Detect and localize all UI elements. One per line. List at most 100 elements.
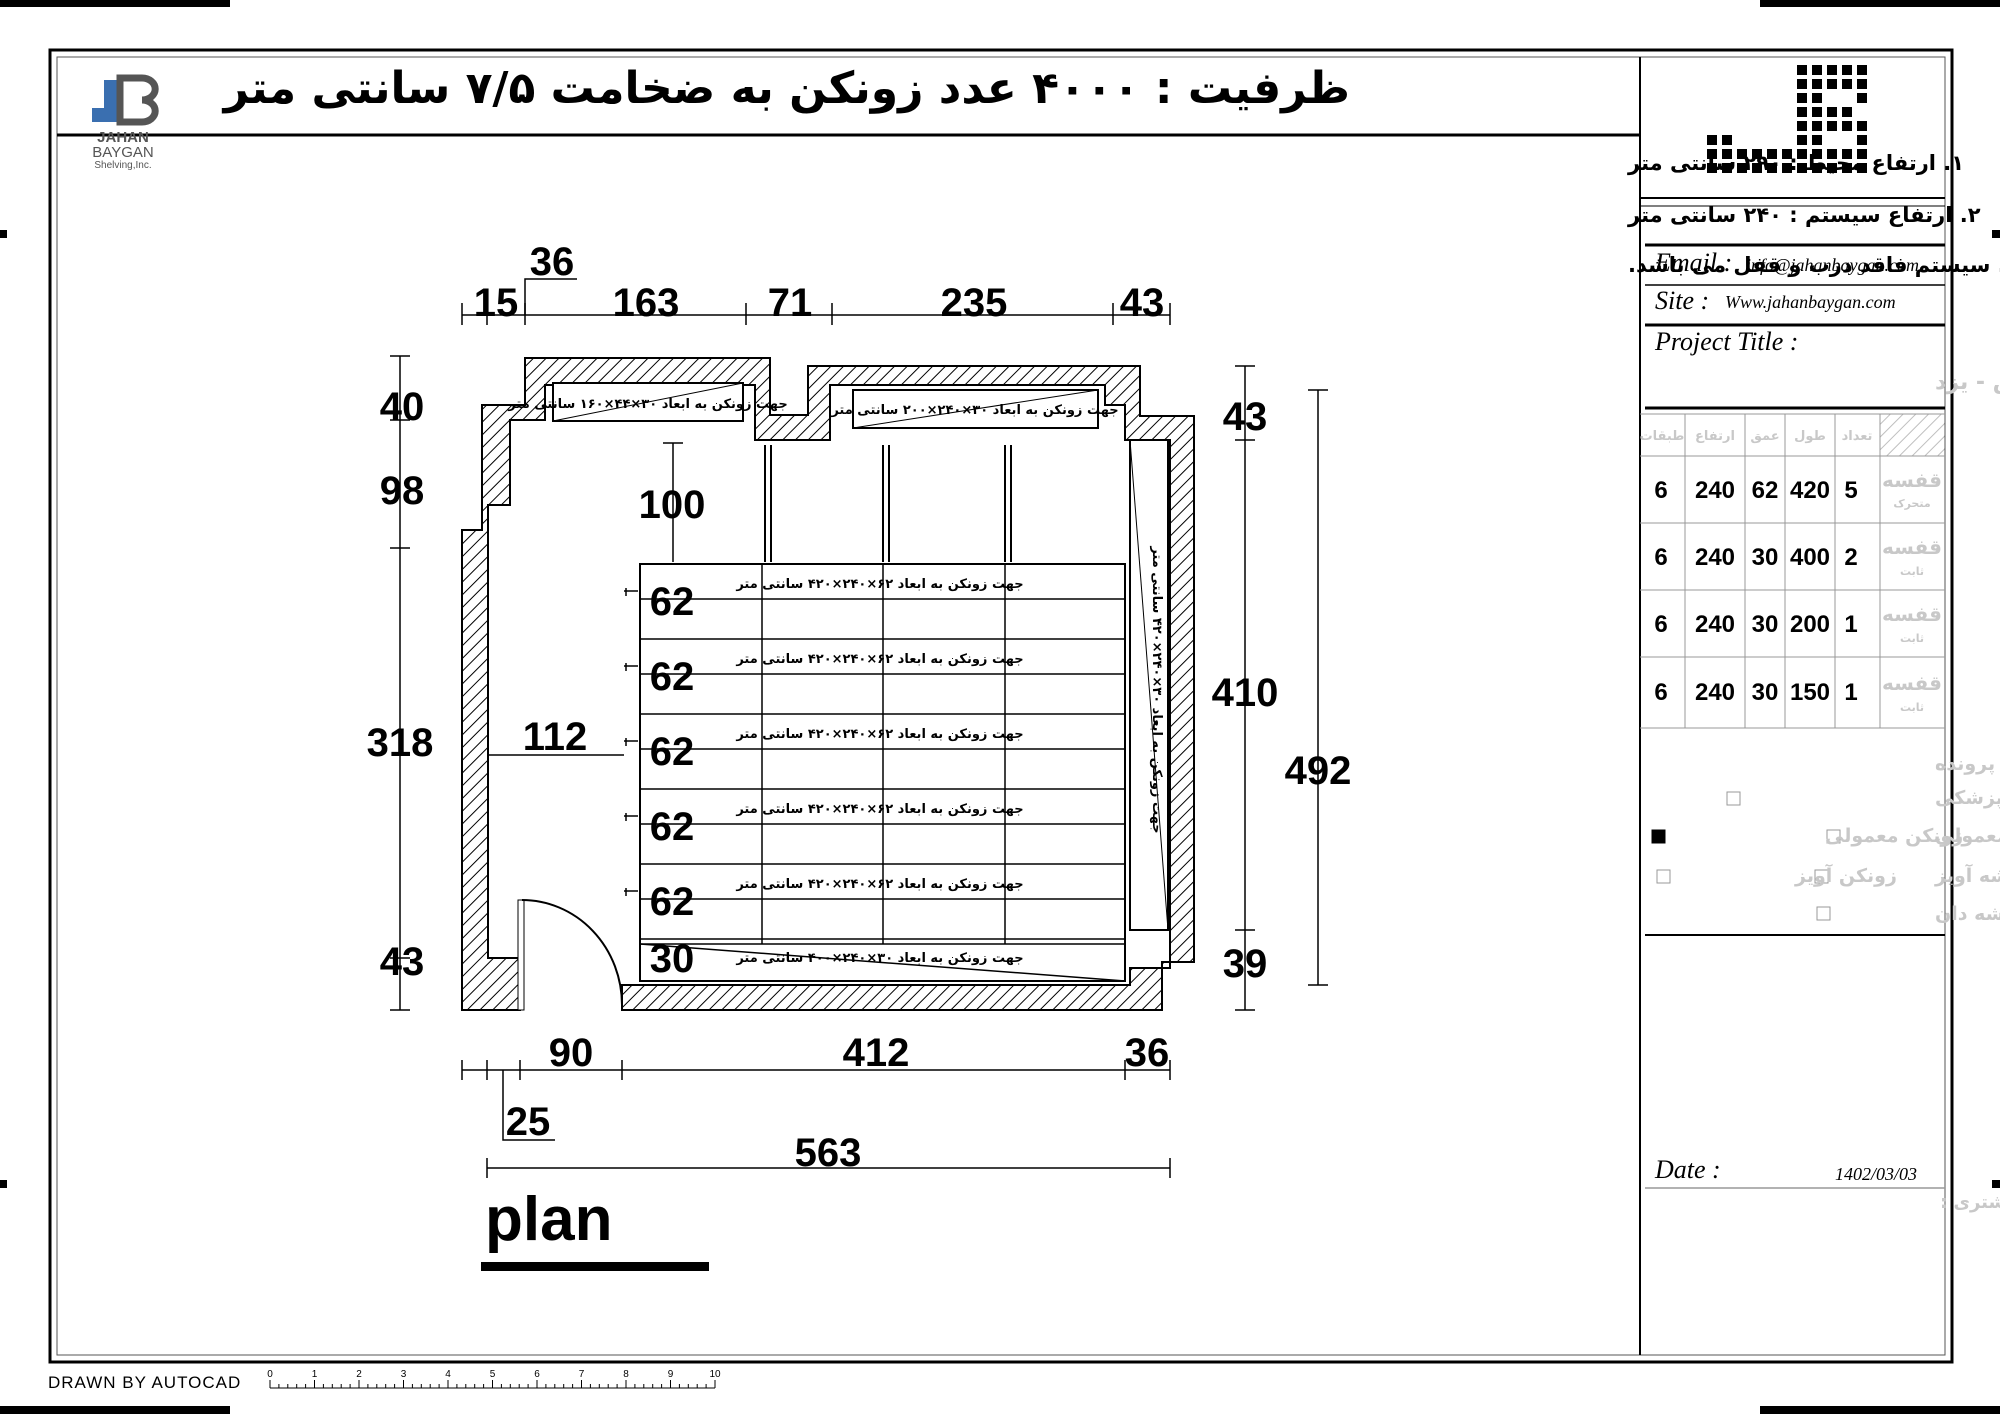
dim-right-492: 492 xyxy=(1285,749,1352,793)
label-top-left-shelf: جهت زونکن به ابعاد ۳۰×۴۴×۱۶۰ سانتی متر xyxy=(507,397,787,412)
file-type-hanging-folder: پوشه آویز xyxy=(1934,863,2000,887)
dimension-labels: 15 36 163 71 235 43 40 98 318 43 43 410 … xyxy=(367,240,1352,1175)
row-shelves: 6 xyxy=(1654,679,1667,706)
dim-bottom-412: 412 xyxy=(843,1031,910,1075)
checkbox-dan-folder[interactable] xyxy=(1816,906,1831,921)
table-row: قفسه متحرک 5 420 62 240 6 xyxy=(1654,468,1942,510)
site-value[interactable]: Www.jahanbaygan.com xyxy=(1725,292,1896,312)
row-type: قفسه xyxy=(1882,602,1942,626)
row-height: 240 xyxy=(1695,611,1735,638)
dim-left-40: 40 xyxy=(380,385,425,429)
dim-right-39: 39 xyxy=(1223,942,1268,986)
file-type-hanging-binder: زونکن آویز xyxy=(1794,863,1897,887)
row-length: 420 xyxy=(1790,477,1830,504)
scale-tick-label: 4 xyxy=(445,1369,451,1380)
table-row: قفسه ثابت 2 400 30 240 6 xyxy=(1654,535,1942,578)
row-depth: 30 xyxy=(1752,679,1779,706)
dimension-lines xyxy=(390,278,1328,1178)
floor-plan: جهت زونکن به ابعاد ۳۰×۴۴×۱۶۰ سانتی متر ج… xyxy=(367,240,1352,1271)
file-types-title: نوع پرونده xyxy=(1935,753,2000,775)
note-1: ۱. ارتفاع محیط : ۲۹۰ سانتی متر xyxy=(1627,151,1964,175)
room-walls xyxy=(461,357,1195,1011)
dim-inner-100: 100 xyxy=(639,483,706,527)
file-type-dan-folder: پوشه دان xyxy=(1935,903,2000,925)
inner-border xyxy=(56,56,1946,1356)
notes: ۱. ارتفاع محیط : ۲۹۰ سانتی متر ۲. ارتفاع… xyxy=(1627,151,2000,277)
row-length: 200 xyxy=(1790,611,1830,638)
row-sub: ثابت xyxy=(1900,632,1924,645)
dim-inner-62: 62 xyxy=(650,805,695,849)
row-height: 240 xyxy=(1695,679,1735,706)
email-label: Email : xyxy=(1654,248,1732,277)
row-length: 400 xyxy=(1790,544,1830,571)
checkbox-ordinary-folder[interactable] xyxy=(1826,829,1841,844)
file-type-ordinary-binder: زونکن معمولی xyxy=(1825,825,1963,847)
checkbox-medical[interactable] xyxy=(1726,791,1741,806)
row-depth: 30 xyxy=(1752,544,1779,571)
jahan-baygan-logo: JAHAN BAYGAN Shelving,Inc. xyxy=(92,74,159,171)
dim-bottom-90: 90 xyxy=(549,1031,594,1075)
scale-tick-label: 3 xyxy=(401,1369,407,1380)
row-type: قفسه xyxy=(1882,671,1942,695)
table-row: قفسه ثابت 1 150 30 240 6 xyxy=(1654,671,1942,714)
dim-inner-62: 62 xyxy=(650,580,695,624)
file-type-ordinary-folder: پوشه معمولی xyxy=(1935,825,2000,847)
row-type: قفسه xyxy=(1882,468,1942,492)
scale-tick-label: 0 xyxy=(267,1369,273,1380)
dim-bottom-563: 563 xyxy=(795,1131,862,1175)
page-title: ظرفیت : ۴۰۰۰ عدد زونکن به ضخامت ۷/۵ سانت… xyxy=(222,63,1350,114)
logo-line3: Shelving,Inc. xyxy=(94,160,151,171)
dim-inner-62: 62 xyxy=(650,655,695,699)
dim-inner-112: 112 xyxy=(523,715,588,759)
scale-tick-label: 1 xyxy=(312,1369,318,1380)
row-label-bottom: جهت زونکن به ابعاد ۳۰×۲۴۰×۴۰۰ سانتی متر xyxy=(735,951,1023,966)
row-height: 240 xyxy=(1695,477,1735,504)
row-count: 5 xyxy=(1844,477,1857,504)
dim-right-43: 43 xyxy=(1223,395,1268,439)
row-label: جهت زونکن به ابعاد ۶۲×۲۴۰×۴۲۰ سانتی متر xyxy=(735,727,1023,742)
row-type: قفسه xyxy=(1882,535,1942,559)
row-shelves: 6 xyxy=(1654,544,1667,571)
row-label: جهت زونکن به ابعاد ۶۲×۲۴۰×۴۲۰ سانتی متر xyxy=(735,877,1023,892)
dim-inner-30: 30 xyxy=(650,937,695,981)
logo-line1: JAHAN xyxy=(97,129,149,146)
row-depth: 62 xyxy=(1752,477,1779,504)
scale-tick-label: 2 xyxy=(356,1369,362,1380)
label-top-right-shelf: جهت زونکن به ابعاد ۳۰×۲۴۰×۲۰۰ سانتی متر xyxy=(830,403,1118,418)
label-right-shelf: جهت زونکن به ابعاد ۳۰×۲۴۰×۴۲۰ سانتی متر xyxy=(1149,545,1164,833)
date-value: 1402/03/03 xyxy=(1835,1164,1917,1184)
scale-tick-label: 6 xyxy=(534,1369,540,1380)
file-type-checklist: نوع پرونده پوشه مدارک پزشکی پوشه معمولی … xyxy=(1651,753,2000,925)
checkbox-ordinary-binder[interactable] xyxy=(1651,829,1666,844)
scale-tick-label: 7 xyxy=(579,1369,585,1380)
checkbox-hanging-binder[interactable] xyxy=(1656,869,1671,884)
dim-top-163: 163 xyxy=(613,281,680,325)
note-3: ۳. سیستم فاقد درب و قفل می باشد. xyxy=(1628,253,2000,277)
dim-top-43: 43 xyxy=(1120,281,1165,325)
scale-tick-label: 10 xyxy=(709,1369,721,1380)
dim-bottom-36: 36 xyxy=(1125,1031,1170,1075)
row-depth: 30 xyxy=(1752,611,1779,638)
email-value[interactable]: info@jahanbaygan.com xyxy=(1746,255,1919,275)
row-count: 1 xyxy=(1844,679,1857,706)
dim-left-98: 98 xyxy=(380,469,425,513)
scale-tick-label: 8 xyxy=(623,1369,629,1380)
file-type-medical: پوشه مدارک پزشکی xyxy=(1935,787,2000,809)
dim-inner-62: 62 xyxy=(650,730,695,774)
row-sub: ثابت xyxy=(1900,565,1924,578)
th-count: تعداد xyxy=(1842,429,1873,444)
row-shelves: 6 xyxy=(1654,477,1667,504)
th-length: طول xyxy=(1794,429,1826,444)
row-length: 150 xyxy=(1790,679,1830,706)
company-dot-logo-icon xyxy=(1707,65,1867,173)
dim-left-43: 43 xyxy=(380,940,425,984)
logo-line2: BAYGAN xyxy=(92,144,153,161)
checkbox-hanging-folder[interactable] xyxy=(1814,869,1829,884)
dim-top-36: 36 xyxy=(530,240,575,284)
th-shelves: طبقات xyxy=(1640,429,1685,444)
row-sub: متحرک xyxy=(1893,497,1930,510)
plan-label: plan xyxy=(485,1185,612,1254)
